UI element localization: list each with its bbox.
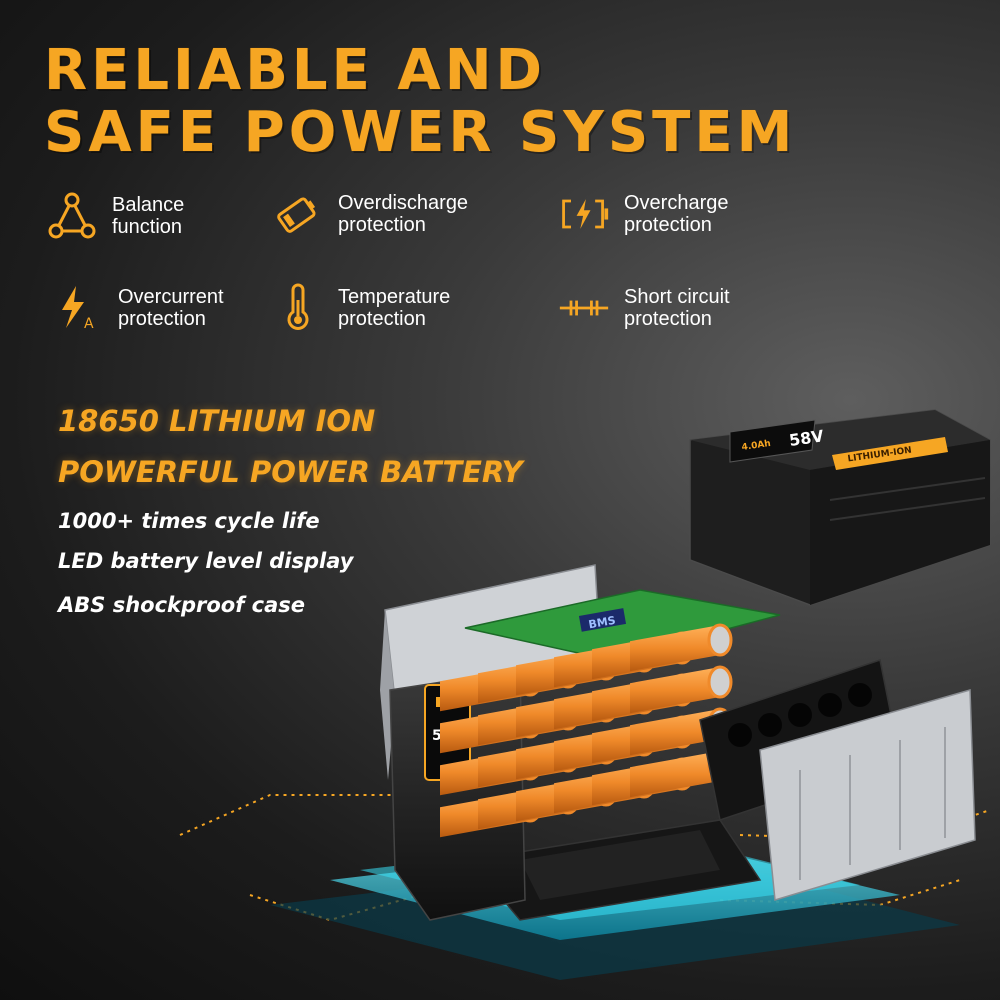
case-capacity-label: 4.0Ah <box>741 439 771 453</box>
feature-label: Balance function <box>112 194 185 238</box>
lithium-cells <box>440 623 733 838</box>
feature-label: Temperature protection <box>338 286 451 330</box>
feature-label: Overdischarge protection <box>338 192 469 236</box>
headline-line-1: RELIABLE AND <box>44 38 547 103</box>
feature-short-circuit: Short circuit protection <box>558 282 730 334</box>
cell-body <box>630 667 720 714</box>
cell-body <box>630 751 720 798</box>
case-voltage-label: 58V <box>788 426 826 450</box>
feature-temperature: Temperature protection <box>272 282 450 334</box>
feature-label: Short circuit protection <box>624 286 730 330</box>
spec-line-cycle-life: 1000+ times cycle life <box>58 509 320 533</box>
top-cover: LITHIUM-ION 58V 4.0Ah <box>689 409 991 606</box>
right-nickel-plate <box>759 689 976 901</box>
cell-cap <box>707 623 733 657</box>
battery-low-icon <box>272 188 324 240</box>
headline: RELIABLE AND SAFE POWER SYSTEM <box>44 40 796 164</box>
circuit-icon <box>558 282 610 334</box>
thermometer-icon <box>272 282 324 334</box>
cell-body <box>630 625 720 672</box>
feature-balance: Balance function <box>46 190 184 242</box>
spec-line-led-display: LED battery level display <box>58 549 354 573</box>
balance-triangle-icon <box>46 190 98 242</box>
svg-text:A: A <box>84 316 94 332</box>
pcb-label: BMS <box>588 614 617 632</box>
spec-heading-2: POWERFUL POWER BATTERY <box>58 455 523 489</box>
feature-overdischarge: Overdischarge protection <box>272 188 468 240</box>
battery-charging-icon <box>558 188 610 240</box>
feature-overcharge: Overcharge protection <box>558 188 729 240</box>
spec-heading-1: 18650 LITHIUM ION <box>58 404 376 438</box>
lightning-ampere-icon: A <box>52 282 104 334</box>
headline-line-2: SAFE POWER SYSTEM <box>44 100 797 165</box>
spec-line-abs-case: ABS shockproof case <box>58 593 306 617</box>
bms-pcb: BMS <box>464 589 781 661</box>
cell-cap <box>707 665 733 699</box>
cell-body <box>630 709 720 756</box>
feature-overcurrent: A Overcurrent protection <box>52 282 224 334</box>
feature-label: Overcharge protection <box>624 192 729 236</box>
feature-label: Overcurrent protection <box>118 286 224 330</box>
